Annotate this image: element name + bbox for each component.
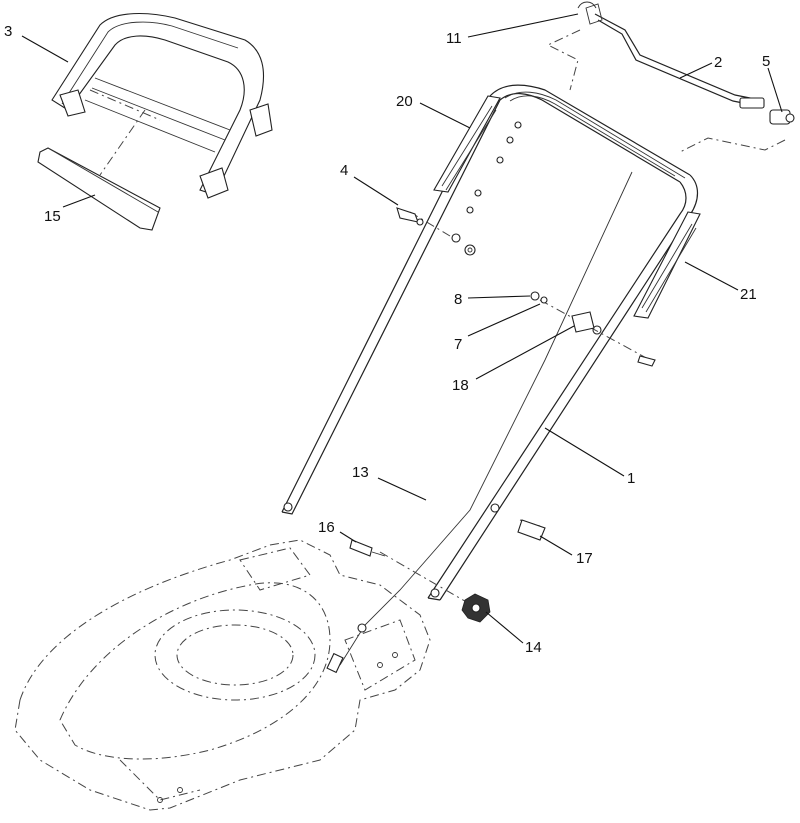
callout-15: 16 [318,519,335,536]
callout-4: 4 [340,162,348,179]
bolt-4 [396,207,424,226]
callout-2: 2 [714,54,722,71]
spacer-16 [517,519,546,541]
bag-channel [37,147,161,231]
callout-13: 13 [352,464,369,481]
washer-7 [540,296,548,304]
callout-8: 8 [454,291,462,308]
pin-15 [349,539,386,557]
callout-11: 11 [446,30,462,47]
cable-guide-21 [633,211,701,319]
callout-3: 3 [4,23,12,40]
callout-labels: 3 11 2 5 20 4 15 8 21 7 18 1 13 16 17 14 [4,23,770,656]
callout-17: 15 [44,208,61,225]
bag-frame [51,13,273,199]
callout-20: 20 [396,93,413,110]
callout-7: 7 [454,336,462,353]
callout-1: 1 [627,470,635,487]
cable-clamp-18 [571,311,656,367]
bail-lever [577,1,795,125]
control-cable [326,171,633,674]
nut-8 [464,244,540,301]
leader-lines [21,13,783,644]
cable-guide-20 [433,95,501,193]
callout-14: 14 [525,639,542,656]
callout-21: 21 [740,286,757,303]
callout-5: 5 [762,53,770,70]
callout-18: 18 [452,377,469,394]
knob-14 [461,593,491,623]
mower-deck-phantom [14,539,431,811]
callout-16: 17 [576,550,593,567]
